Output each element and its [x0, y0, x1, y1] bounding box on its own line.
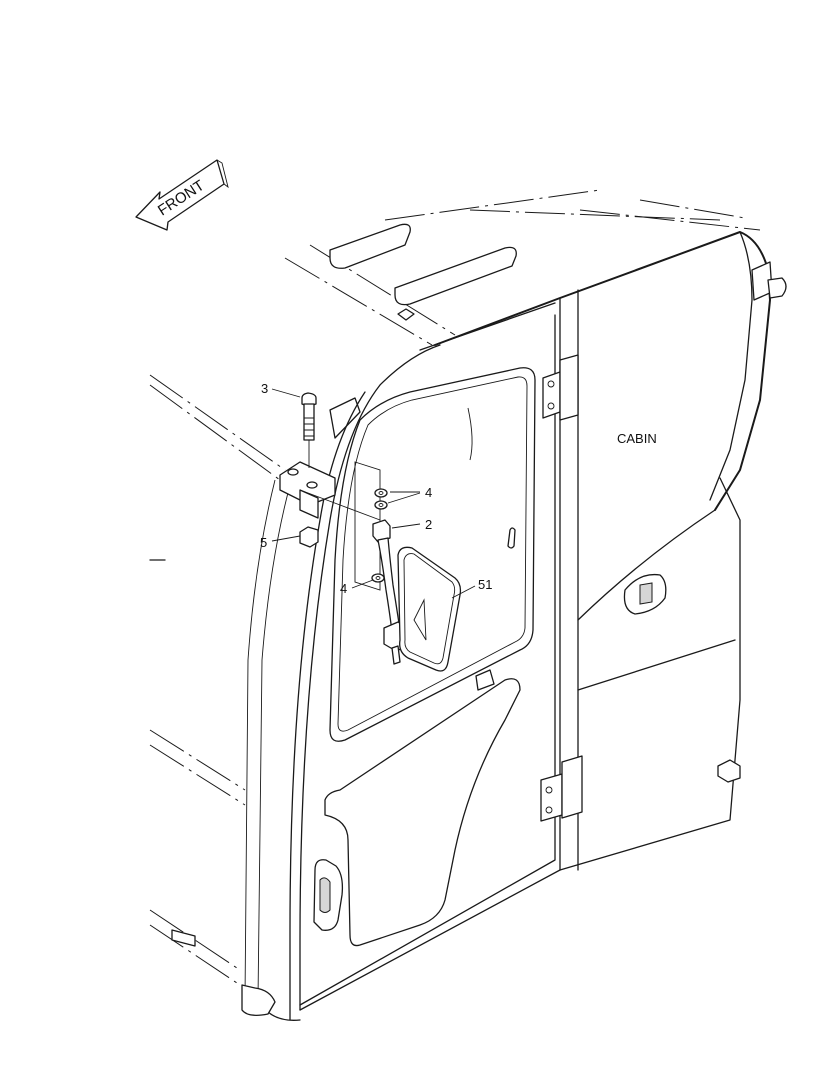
callout-leaders [271, 388, 476, 599]
callout-mirror: 51 [478, 577, 493, 592]
roof-outline [149, 189, 761, 986]
door [299, 314, 556, 1006]
front-arrow: FRONT [135, 159, 229, 231]
hinges [540, 354, 583, 822]
cabin-label: CABIN [617, 431, 657, 446]
roof-panels [329, 223, 517, 321]
callout-nut: 5 [260, 535, 268, 550]
callout-collar: 2 [425, 517, 433, 532]
door-handle [313, 859, 344, 931]
callout-washer-lower: 4 [340, 581, 348, 596]
callout-washers-upper: 4 [425, 485, 433, 500]
callout-bolt: 3 [261, 381, 269, 396]
rear-pins [717, 261, 787, 783]
mirror-assembly [279, 392, 462, 672]
side-latch [623, 573, 667, 615]
